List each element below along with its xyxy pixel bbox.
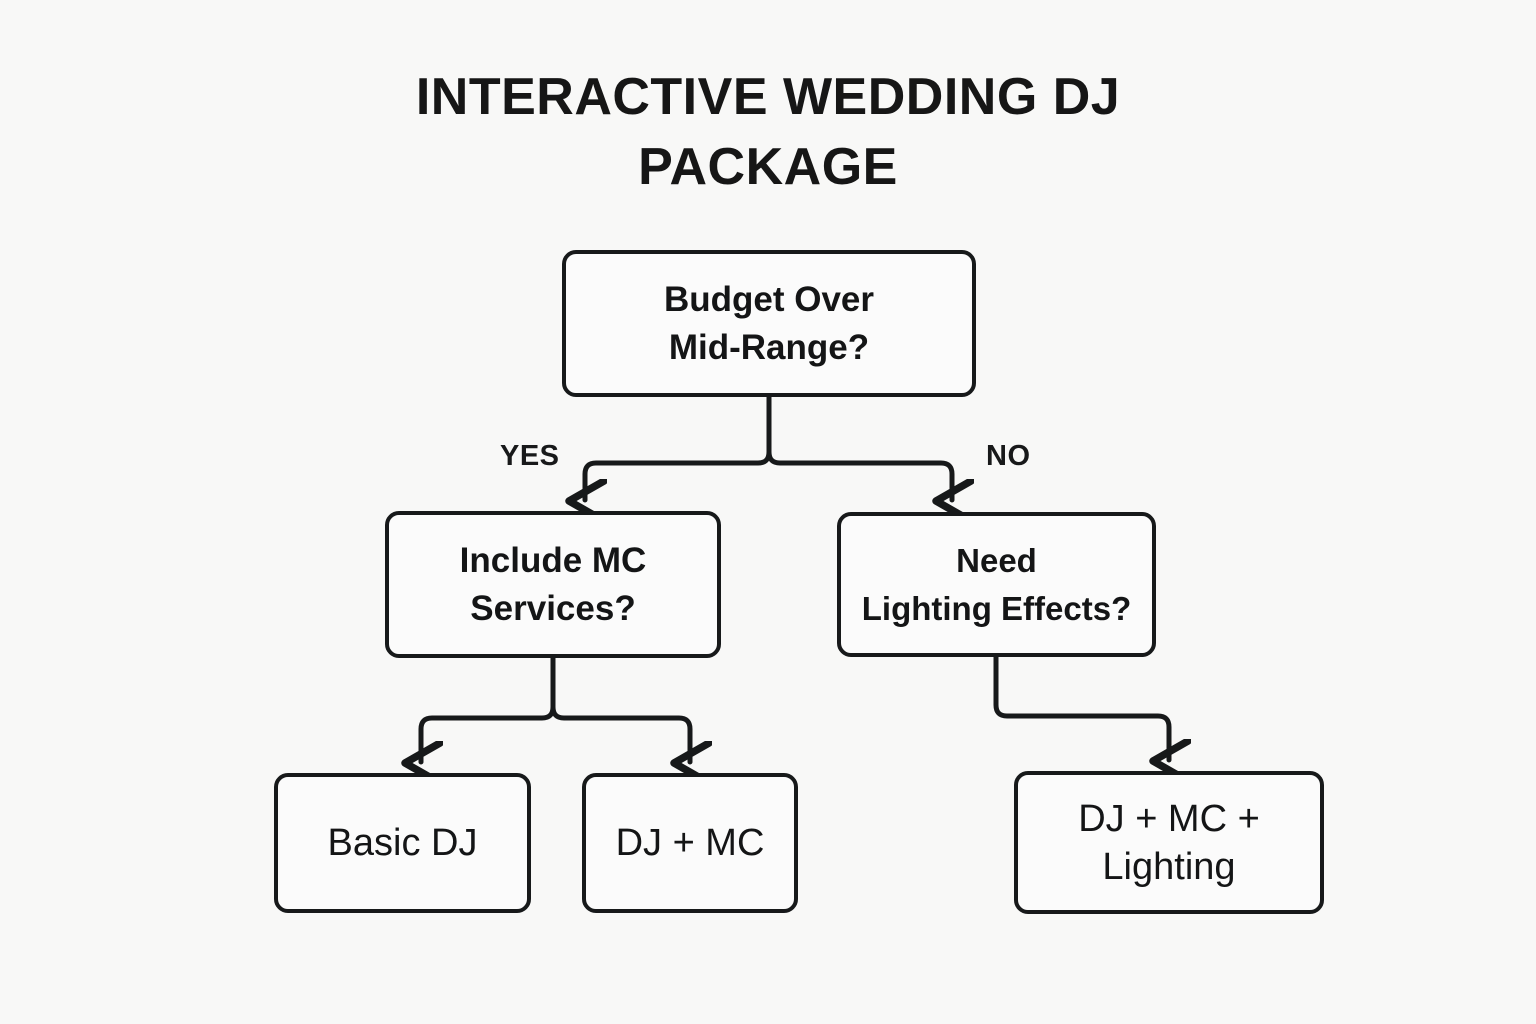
edge-budget-to-mc [585, 394, 772, 500]
edge-label-yes: YES [500, 440, 560, 472]
node-include-mc-services[interactable]: Include MC Services? [385, 511, 721, 658]
edge-lighting-to-djmclighting [993, 654, 1169, 760]
page-title: INTERACTIVE WEDDING DJ PACKAGE [415, 68, 1121, 196]
node-need-lighting-effects[interactable]: Need Lighting Effects? [837, 512, 1156, 657]
edge-mc-to-basic [421, 655, 556, 762]
edge-mc-to-djmc [550, 655, 690, 762]
node-budget-over-mid-range[interactable]: Budget Over Mid-Range? [562, 250, 976, 397]
edge-label-no: NO [986, 440, 1031, 472]
node-dj-plus-mc[interactable]: DJ + MC [582, 773, 798, 913]
node-dj-plus-mc-plus-lighting[interactable]: DJ + MC + Lighting [1014, 771, 1324, 914]
edge-budget-to-lighting [766, 394, 952, 500]
node-basic-dj[interactable]: Basic DJ [274, 773, 531, 913]
